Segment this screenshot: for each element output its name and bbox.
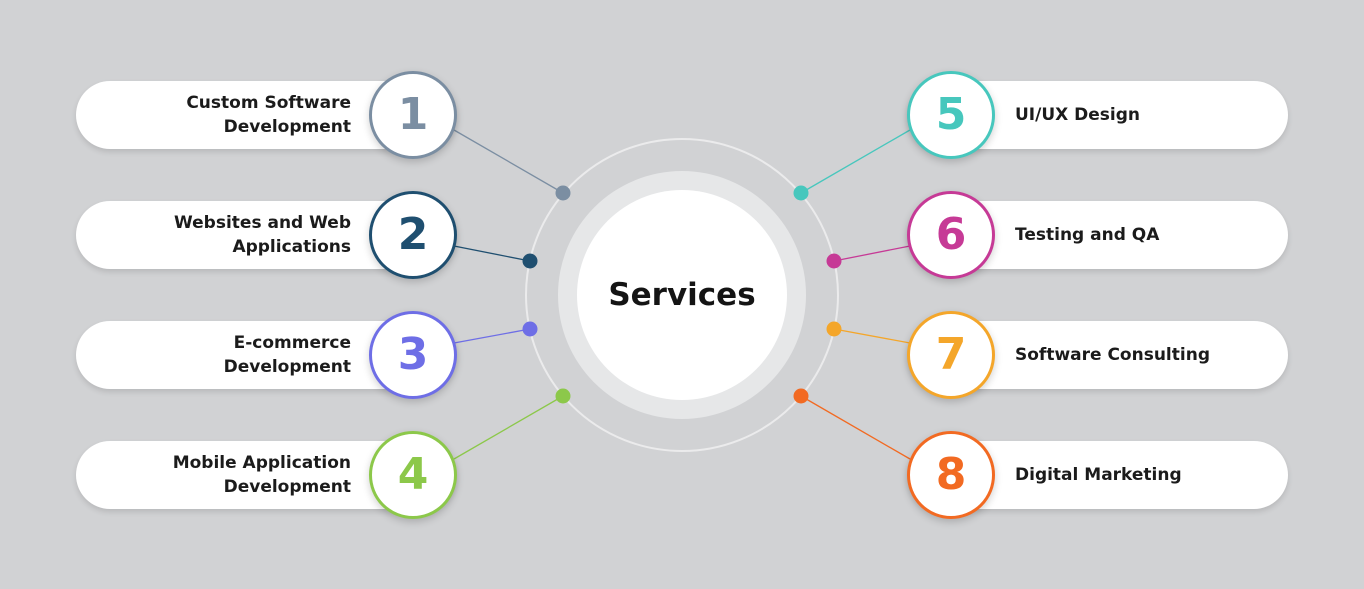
number-badge-2: 2 — [369, 191, 457, 279]
connector-dot-4 — [555, 388, 571, 404]
number-badge-4: 4 — [369, 431, 457, 519]
center-title: Services — [608, 277, 756, 313]
connector-line-4 — [453, 395, 564, 460]
outer-ring — [525, 138, 839, 452]
service-number-2: 2 — [397, 209, 429, 260]
connector-line-2 — [453, 245, 531, 262]
connector-line-1 — [453, 129, 564, 194]
service-label-5: UI/UX Design — [1015, 105, 1141, 125]
connector-line-5 — [800, 129, 911, 194]
number-badge-7: 7 — [907, 311, 995, 399]
connector-dot-3 — [522, 321, 538, 337]
service-label-3: E-commerce Development — [223, 333, 351, 377]
service-number-1: 1 — [397, 89, 429, 140]
service-number-3: 3 — [397, 329, 429, 380]
service-number-7: 7 — [935, 329, 967, 380]
service-label-7: Software Consulting — [1015, 345, 1210, 365]
number-badge-1: 1 — [369, 71, 457, 159]
connector-dot-2 — [522, 253, 538, 269]
service-number-6: 6 — [935, 209, 967, 260]
connector-dot-7 — [826, 321, 842, 337]
number-badge-3: 3 — [369, 311, 457, 399]
service-label-4: Mobile Application Development — [172, 453, 351, 497]
number-badge-6: 6 — [907, 191, 995, 279]
number-badge-5: 5 — [907, 71, 995, 159]
service-number-4: 4 — [397, 449, 429, 500]
center-disc — [577, 190, 787, 400]
connector-dot-5 — [793, 185, 809, 201]
connector-dot-1 — [555, 185, 571, 201]
service-label-6: Testing and QA — [1015, 225, 1160, 245]
service-label-8: Digital Marketing — [1015, 465, 1182, 485]
connector-dot-8 — [793, 388, 809, 404]
connector-line-3 — [453, 328, 531, 344]
connector-line-8 — [800, 395, 911, 460]
service-label-1: Custom Software Development — [186, 93, 351, 137]
connector-layer — [453, 129, 911, 460]
connector-line-7 — [833, 328, 911, 344]
number-badge-8: 8 — [907, 431, 995, 519]
service-number-5: 5 — [935, 89, 967, 140]
connector-dot-6 — [826, 253, 842, 269]
connector-line-6 — [833, 245, 911, 262]
service-label-2: Websites and Web Applications — [174, 213, 351, 257]
service-number-8: 8 — [935, 449, 967, 500]
